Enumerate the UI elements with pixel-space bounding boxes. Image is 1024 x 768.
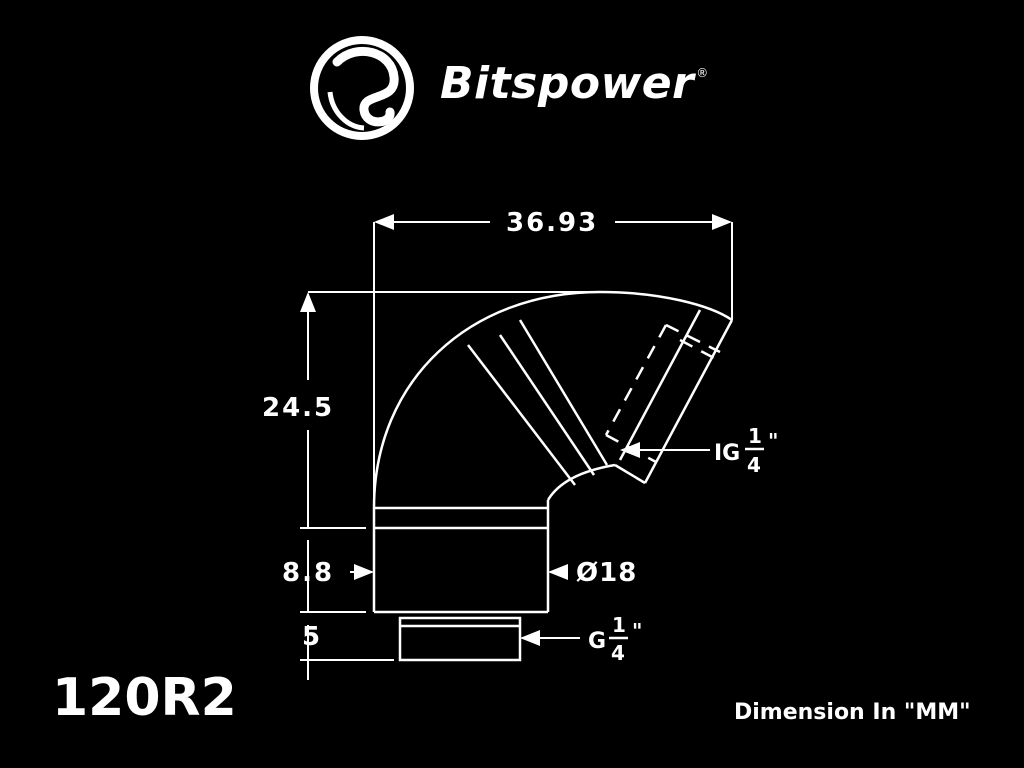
trademark-symbol: ® [696,66,709,80]
inner-thread-prefix: IG [714,441,740,466]
inner-thread-denominator: 4 [747,453,761,477]
units-note: Dimension In "MM" [734,700,971,725]
dimension-diameter: Ø18 [576,558,637,588]
fitting-outline [372,290,734,662]
outer-thread-prefix: G [588,629,606,654]
outer-thread-denominator: 4 [611,641,625,665]
dimension-thread-height: 5 [302,622,320,652]
dimension-base-height: 8.8 [282,558,334,588]
outer-thread-numerator: 1 [612,613,626,637]
model-number: 120R2 [52,668,237,728]
dragon-logo-icon [310,36,414,140]
dimension-width: 36.93 [506,208,598,238]
dimension-height: 24.5 [262,393,334,423]
outer-thread-unit: " [632,619,642,643]
inner-thread-unit: " [768,429,778,453]
inner-thread-numerator: 1 [748,424,762,448]
brand-name: Bitspower® [440,58,709,109]
